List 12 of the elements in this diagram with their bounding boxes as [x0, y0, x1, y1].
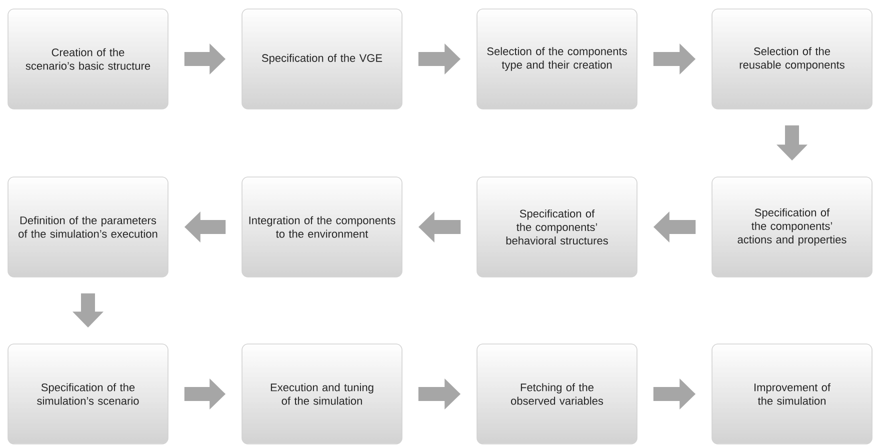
process-box: Specification of the simulation’s scenario: [8, 344, 168, 444]
process-box: Selection of the reusable components: [712, 8, 872, 110]
process-box: Improvement of the simulation: [712, 344, 872, 444]
process-box: Execution and tuning of the simulation: [242, 344, 402, 444]
process-box: Fetching of the observed variables: [476, 344, 638, 444]
process-box: Specification of the components’ behavioral structures: [476, 176, 638, 278]
process-box: Integration of the components to the environment: [242, 176, 402, 278]
process-box: Specification of the VGE: [242, 8, 402, 110]
process-box: Specification of the components’ actions and properties: [712, 176, 872, 278]
process-box: Creation of the scenario’s basic structure: [8, 8, 168, 110]
process-box: Selection of the components type and their creation: [476, 8, 638, 110]
process-box: Definition of the parameters of the simulation’s execution: [8, 176, 168, 278]
